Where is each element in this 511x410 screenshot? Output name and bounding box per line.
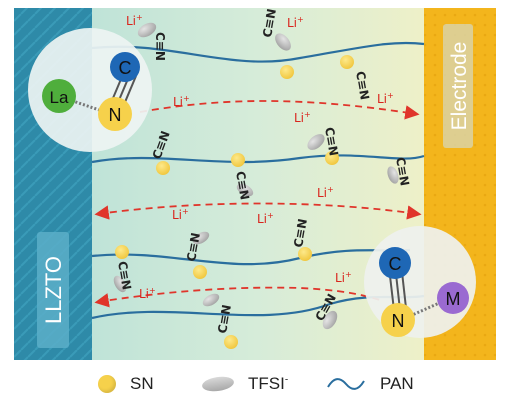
tfsi-anion — [307, 134, 325, 150]
carbon-atom-label: C — [119, 58, 132, 78]
legend-item-sn: SN — [98, 374, 154, 394]
li-ion-label: Li+ — [126, 13, 143, 28]
nitrogen-atom — [98, 97, 132, 131]
li-ion-label: Li+ — [294, 110, 311, 125]
tfsi-anion — [137, 22, 157, 38]
li-ion-label: Li+ — [287, 15, 304, 30]
li-paths — [94, 100, 422, 308]
electrode-label-box — [443, 24, 473, 148]
carbon-atom — [110, 52, 140, 82]
li-ion-label: Li+ — [377, 91, 394, 106]
metal-atom-label: M — [446, 289, 461, 309]
sn-molecule — [325, 151, 339, 165]
tfsi-anion — [322, 310, 338, 330]
legend-item-tfsi: TFSI- — [201, 374, 289, 394]
nitrile-label: C≡N — [115, 260, 134, 291]
pan-chain — [91, 154, 425, 164]
sn-molecule — [280, 65, 294, 79]
right-inset-bubble — [364, 226, 476, 338]
nitrogen-atom — [381, 303, 415, 337]
nitrile-label: C≡N — [153, 32, 167, 61]
li-ion-label: Li+ — [257, 211, 274, 226]
legend-item-pan: PAN — [326, 374, 414, 394]
li-ion-label: Li+ — [139, 286, 156, 301]
nitrile-label: C≡N — [291, 218, 310, 249]
lanthanum-atom-label: La — [50, 88, 69, 107]
right-inset: C N M — [364, 226, 476, 338]
tfsi-anion — [387, 166, 399, 184]
li-ion-label: Li+ — [172, 207, 189, 222]
tfsi-anion — [192, 231, 210, 245]
metal-atom — [437, 282, 469, 314]
nitrile-label: C≡N — [322, 126, 341, 157]
tfsi-anion — [236, 183, 254, 197]
pan-chain — [91, 41, 425, 63]
nitrile-label: C≡N — [184, 232, 203, 263]
nitrile-label: C≡N — [353, 70, 372, 101]
tfsi-anion — [202, 293, 220, 307]
li-ion-label: Li+ — [317, 185, 334, 200]
legend-label-tfsi: TFSI- — [248, 374, 289, 393]
sn-molecules — [115, 55, 354, 349]
lanthanum-atom — [42, 79, 76, 113]
li-path — [94, 202, 422, 220]
sn-molecule — [340, 55, 354, 69]
triple-bond — [401, 271, 407, 309]
nitrile-label: C≡N — [260, 8, 279, 39]
li-path — [139, 100, 420, 120]
sn-molecule — [156, 161, 170, 175]
diagram-canvas: LLZTO Electrode — [14, 8, 496, 360]
li-ion-label: Li+ — [173, 94, 190, 109]
li-path — [94, 286, 381, 308]
tfsi-anion — [113, 275, 127, 293]
legend: SN TFSI- PAN — [0, 368, 511, 404]
sn-icon — [98, 375, 116, 393]
pan-wave-icon — [327, 378, 365, 390]
sn-molecule — [224, 335, 238, 349]
sn-molecule — [231, 153, 245, 167]
nitrogen-atom-label: N — [392, 311, 405, 331]
llzto-label: LLZTO — [41, 256, 66, 324]
li-ion-label: Li+ — [335, 270, 352, 285]
electrode-label: Electrode — [448, 42, 471, 131]
llzto-label-box — [37, 232, 69, 348]
tfsi-anion — [275, 33, 291, 51]
carbon-atom-label: C — [389, 254, 402, 274]
sn-molecule — [193, 265, 207, 279]
legend-label-sn: SN — [130, 374, 154, 393]
legend-label-pan: PAN — [380, 374, 414, 393]
nitrile-label: C≡N — [215, 304, 234, 335]
nitrile-label: C≡N — [233, 170, 252, 201]
tfsi-icon — [201, 374, 235, 394]
sn-molecule — [298, 247, 312, 261]
sn-molecule — [115, 245, 129, 259]
left-inset: C La N — [28, 28, 152, 152]
nitrile-label: C≡N — [393, 156, 412, 187]
nitrogen-atom-label: N — [109, 105, 122, 125]
tfsi-anions — [113, 22, 399, 330]
carbon-atom — [379, 247, 411, 279]
